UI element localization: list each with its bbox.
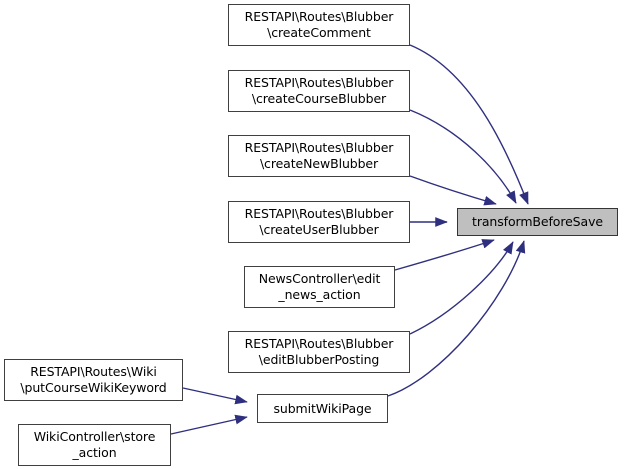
node-put-course-wiki-keyword[interactable]: RESTAPI\Routes\Wiki \putCourseWikiKeywor… bbox=[4, 359, 183, 401]
node-wiki-controller-store[interactable]: WikiController\store _action bbox=[18, 424, 171, 466]
node-label: RESTAPI\Routes\Blubber \createUserBlubbe… bbox=[244, 206, 394, 237]
node-label: WikiController\store _action bbox=[33, 429, 156, 460]
node-transform-before-save[interactable]: transformBeforeSave bbox=[457, 208, 618, 236]
node-create-course-blubber[interactable]: RESTAPI\Routes\Blubber \createCourseBlub… bbox=[228, 70, 410, 112]
edge-create-comment-to-transform-before-save bbox=[409, 44, 529, 205]
edge-put-course-wiki-keyword-to-submit-wiki-page bbox=[182, 387, 248, 405]
node-label: RESTAPI\Routes\Blubber \createCourseBlub… bbox=[244, 75, 394, 106]
edge-create-new-blubber-to-transform-before-save bbox=[409, 175, 497, 206]
node-create-user-blubber[interactable]: RESTAPI\Routes\Blubber \createUserBlubbe… bbox=[228, 201, 410, 243]
node-label: transformBeforeSave bbox=[472, 214, 603, 229]
node-label: submitWikiPage bbox=[273, 400, 372, 416]
node-label: RESTAPI\Routes\Blubber \createNewBlubber bbox=[244, 140, 394, 171]
node-label: RESTAPI\Routes\Wiki \putCourseWikiKeywor… bbox=[20, 364, 167, 395]
node-news-controller-edit[interactable]: NewsController\edit _news_action bbox=[244, 266, 395, 308]
node-label: NewsController\edit _news_action bbox=[258, 271, 381, 302]
node-label: RESTAPI\Routes\Blubber \editBlubberPosti… bbox=[244, 336, 394, 367]
node-edit-blubber-posting[interactable]: RESTAPI\Routes\Blubber \editBlubberPosti… bbox=[228, 331, 410, 373]
node-label: RESTAPI\Routes\Blubber \createComment bbox=[244, 9, 394, 40]
edge-edit-blubber-posting-to-transform-before-save bbox=[409, 241, 514, 335]
edge-news-controller-edit-to-transform-before-save bbox=[394, 239, 495, 271]
node-submit-wiki-page[interactable]: submitWikiPage bbox=[257, 394, 388, 423]
node-create-comment[interactable]: RESTAPI\Routes\Blubber \createComment bbox=[228, 4, 410, 46]
edge-wiki-controller-store-to-submit-wiki-page bbox=[170, 414, 248, 435]
node-create-new-blubber[interactable]: RESTAPI\Routes\Blubber \createNewBlubber bbox=[228, 135, 410, 177]
edge-create-course-blubber-to-transform-before-save bbox=[409, 109, 517, 204]
